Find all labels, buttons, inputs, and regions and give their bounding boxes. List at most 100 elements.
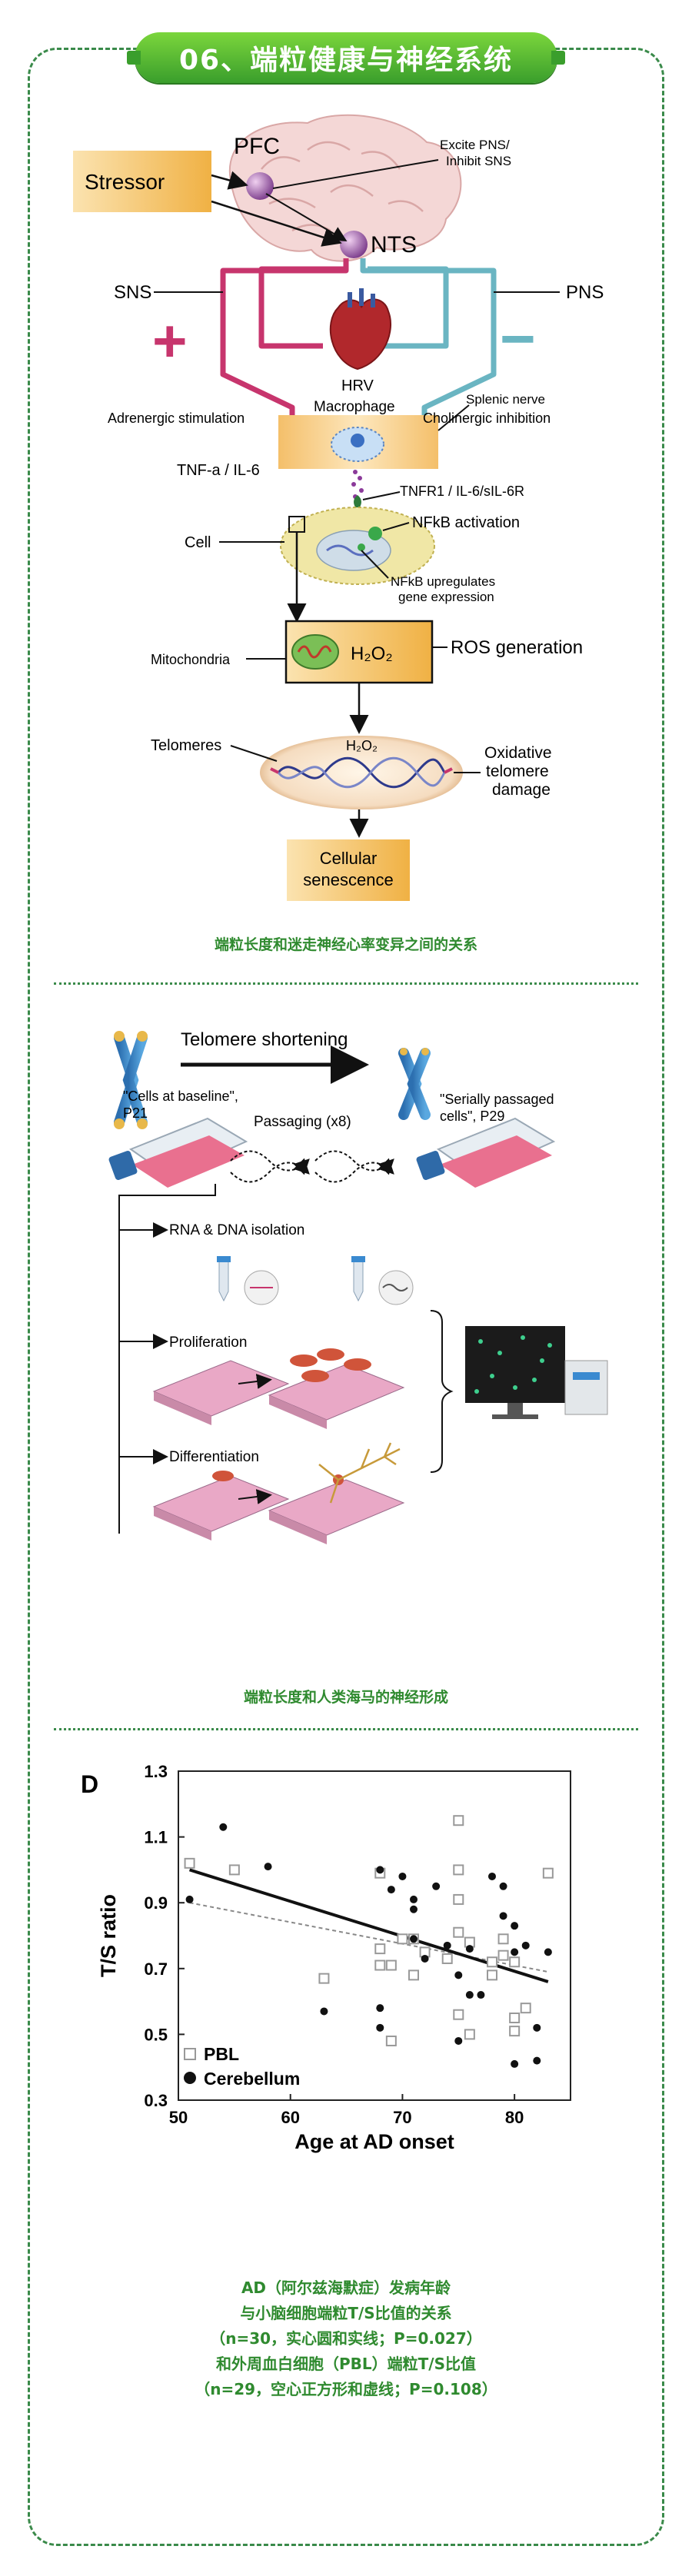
nfkb-up-label-1: NFkB upregulates <box>391 574 495 589</box>
neuron-icon <box>318 1442 401 1504</box>
mito-h2o2: H₂O₂ <box>351 643 393 664</box>
pbl-point <box>385 2035 397 2046</box>
legend-pbl: PBL <box>204 2044 239 2064</box>
caption-ad-line-3: （n=30，实心圆和实线；P=0.027） <box>210 2329 482 2348</box>
minus-sign: − <box>500 304 536 373</box>
x-tick-label: 80 <box>505 2108 524 2127</box>
y-tick-label: 0.5 <box>144 2025 168 2044</box>
cerebellum-point <box>465 1945 474 1953</box>
pbl-point <box>374 1943 386 1955</box>
pbl-point <box>487 1956 497 1968</box>
cerebellum-point <box>533 2056 541 2065</box>
nfkb-up-label-2: gene expression <box>398 590 494 604</box>
heart-icon <box>329 288 392 371</box>
cerebellum-point <box>454 1971 463 1979</box>
caption-ad-line-4: 和外周血白细胞（PBL）端粒T/S比值 <box>216 2355 476 2373</box>
ros-label: ROS generation <box>451 637 583 658</box>
cerebellum-point <box>511 1922 519 1930</box>
nts-label: NTS <box>371 232 417 258</box>
flask-icon-right <box>416 1117 556 1188</box>
cerebellum-point <box>499 1912 507 1920</box>
pbl-point <box>397 1933 408 1945</box>
splenic-nerve-label: Splenic nerve <box>466 392 545 407</box>
pbl-point <box>542 1867 554 1879</box>
legend-cerebellum: Cerebellum <box>204 2069 300 2089</box>
nts-node <box>340 231 368 258</box>
cerebellum-point <box>454 2036 463 2045</box>
pbl-point <box>520 2003 531 2014</box>
cerebellum-point <box>376 2023 384 2032</box>
pfc-node <box>246 172 274 200</box>
hrv-label: HRV <box>341 377 374 394</box>
differentiation-label: Differentiation <box>169 1449 259 1465</box>
pbl-point <box>509 2026 521 2037</box>
pbl-point <box>509 1956 521 1968</box>
cerebellum-point <box>521 1941 530 1949</box>
caption-ad-line-1: AD（阿尔兹海默症）发病年龄 <box>241 2279 451 2297</box>
telomere-h2o2: H₂O₂ <box>346 738 378 753</box>
trend-line-pbl <box>189 1902 549 1973</box>
sns-label: SNS <box>114 282 151 303</box>
pbl-point <box>497 1949 509 1961</box>
pbl-point <box>318 1973 330 1984</box>
cerebellum-point <box>421 1954 429 1963</box>
macrophage-icon <box>331 427 384 462</box>
brain-icon <box>228 114 462 262</box>
pbl-point <box>228 1864 240 1876</box>
y-tick-label: 0.9 <box>144 1893 168 1913</box>
oxidative-label-1: Oxidative <box>484 744 552 762</box>
y-tick-label: 0.7 <box>144 1959 168 1979</box>
cerebellum-point <box>219 1823 228 1831</box>
nfkb-activation-label: NFkB activation <box>412 514 520 531</box>
y-tick-label: 1.3 <box>144 1762 168 1781</box>
cerebellum-point <box>432 1882 441 1890</box>
telomere-ellipse <box>260 736 463 809</box>
baseline-label-2: P21 <box>123 1105 148 1121</box>
y-tick-label: 0.3 <box>144 2091 168 2110</box>
senescence-label-1: Cellular <box>320 849 378 868</box>
cerebellum-point <box>410 1935 418 1943</box>
pbl-point <box>453 1893 464 1905</box>
pfc-label: PFC <box>234 134 280 159</box>
cholinergic-label: Cholinergic inhibition <box>423 410 551 426</box>
y-axis-label: T/S ratio <box>97 1894 120 1977</box>
stressor-box <box>73 151 211 212</box>
tube-icons <box>217 1256 414 1305</box>
pbl-point <box>464 2029 475 2040</box>
caption-ad-onset: AD（阿尔兹海默症）发病年龄 与小脑细胞端粒T/S比值的关系 （n=30，实心圆… <box>46 2275 646 2402</box>
cerebellum-point <box>488 1872 496 1880</box>
cerebellum-point <box>465 1991 474 1999</box>
caption-ad-line-2: 与小脑细胞端粒T/S比值的关系 <box>240 2304 452 2322</box>
pbl-point <box>453 1815 464 1826</box>
pns-label: PNS <box>566 282 604 303</box>
plus-sign: + <box>152 307 188 374</box>
x-tick-label: 70 <box>393 2108 411 2127</box>
rna-dna-label: RNA & DNA isolation <box>169 1222 304 1238</box>
x-tick-label: 50 <box>169 2108 188 2127</box>
senescence-label-2: senescence <box>303 870 393 889</box>
x-axis-label: Age at AD onset <box>294 2130 454 2153</box>
cerebellum-point <box>376 1866 384 1874</box>
cell-icons <box>212 1348 371 1481</box>
flask-icon-left <box>108 1117 248 1188</box>
telomeres-label: Telomeres <box>151 737 221 754</box>
pbl-point <box>184 1857 195 1869</box>
oxidative-label-3: damage <box>492 781 551 799</box>
neurogenesis-diagram: Telomere shortening "Cells at baseline",… <box>108 1029 608 1544</box>
shortening-label: Telomere shortening <box>181 1029 348 1050</box>
pbl-point <box>453 1926 464 1938</box>
cerebellum-point <box>499 1882 507 1890</box>
x-tick-label: 60 <box>281 2108 299 2127</box>
inhibit-label: Inhibit SNS <box>446 154 511 168</box>
pbl-point <box>453 1864 464 1876</box>
pbl-point <box>441 1953 453 1964</box>
microscope-screen-icon <box>465 1326 608 1419</box>
chromosome-icon-left <box>114 1031 148 1129</box>
caption-ad-line-5: （n=29，空心正方形和虚线；P=0.108） <box>195 2380 497 2398</box>
cerebellum-point <box>376 2004 384 2013</box>
cerebellum-point <box>264 1863 272 1871</box>
mitochondria-label: Mitochondria <box>151 652 231 667</box>
cerebellum-point <box>410 1905 418 1913</box>
pbl-point <box>509 2013 521 2023</box>
